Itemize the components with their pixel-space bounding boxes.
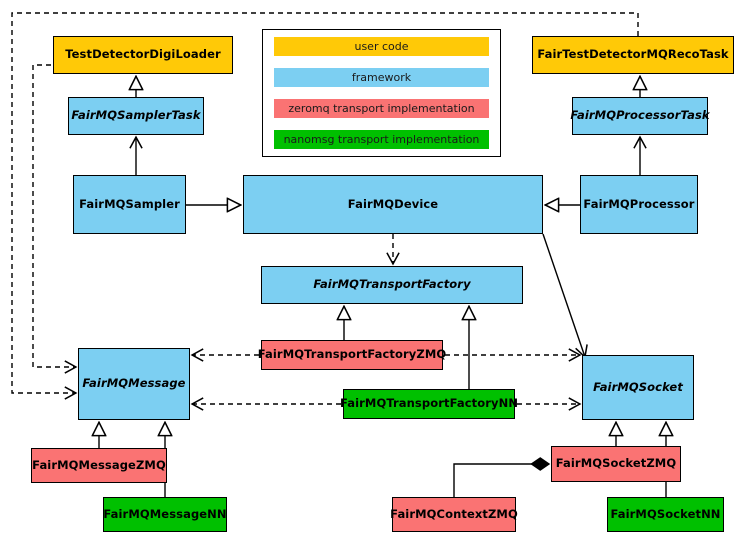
edge-device-to-socket xyxy=(542,233,588,359)
legend-item-nanomsg: nanomsg transport implementation xyxy=(274,130,489,149)
legend-item-framework: framework xyxy=(274,68,489,87)
class-node-fairmqmessagezmq[interactable]: FairMQMessageZMQ xyxy=(31,448,167,483)
class-node-fairmqmessagenn[interactable]: FairMQMessageNN xyxy=(103,497,227,532)
legend-panel: user code framework zeromq transport imp… xyxy=(262,29,501,157)
class-node-fairmqsamplertask[interactable]: FairMQSamplerTask xyxy=(68,97,204,135)
class-node-fairmqcontextzmq[interactable]: FairMQContextZMQ xyxy=(390,497,518,532)
class-node-fairmqsampler[interactable]: FairMQSampler xyxy=(73,175,186,234)
class-node-fairmqprocessortask[interactable]: FairMQProcessorTask xyxy=(570,97,710,135)
class-node-fairmqtransportfactoryzmq[interactable]: FairMQTransportFactoryZMQ xyxy=(258,340,446,370)
class-node-fairmqtransportfactory[interactable]: FairMQTransportFactory xyxy=(261,266,523,304)
class-node-fairmqsocketzmq[interactable]: FairMQSocketZMQ xyxy=(551,446,681,482)
legend-item-user-code: user code xyxy=(274,37,489,56)
edge-socketzmq-composes-contextzmq xyxy=(453,464,549,497)
legend-item-zeromq: zeromq transport implementation xyxy=(274,99,489,118)
class-node-fairmqtransportfactorynn[interactable]: FairMQTransportFactoryNN xyxy=(340,389,518,419)
class-node-fairtestdetectormqrecotask[interactable]: FairTestDetectorMQRecoTask xyxy=(532,36,734,74)
class-node-fairmqsocket[interactable]: FairMQSocket xyxy=(582,355,694,420)
class-node-fairmqprocessor[interactable]: FairMQProcessor xyxy=(580,175,698,234)
class-node-fairmqsocketnn[interactable]: FairMQSocketNN xyxy=(607,497,724,532)
class-node-fairmqdevice[interactable]: FairMQDevice xyxy=(243,175,543,234)
class-node-testdetectordigiloader[interactable]: TestDetectorDigiLoader xyxy=(53,36,233,74)
class-node-fairmqmessage[interactable]: FairMQMessage xyxy=(78,348,190,420)
